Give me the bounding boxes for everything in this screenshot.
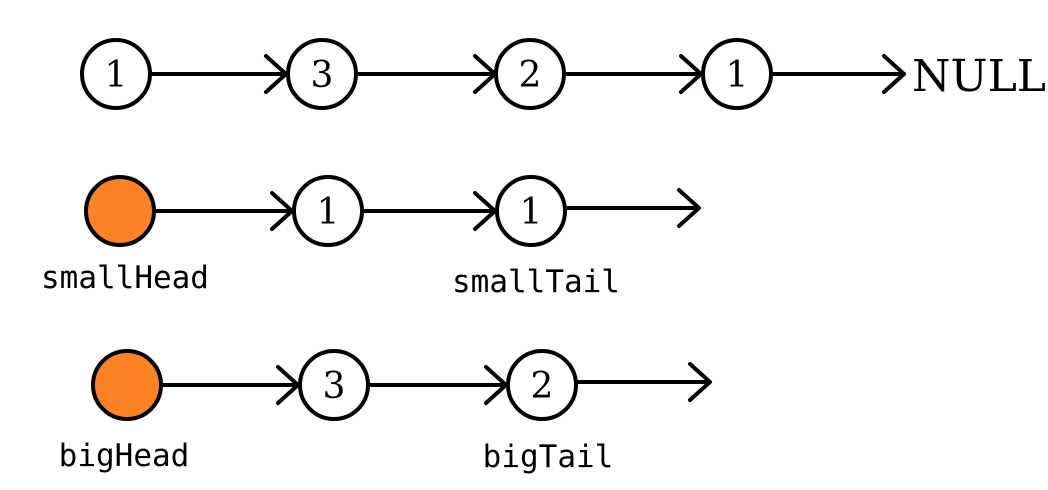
node-value: 3 <box>323 366 346 407</box>
null-terminal: NULL <box>912 51 1046 102</box>
small-head-dummy-node <box>84 175 156 247</box>
node-value: 2 <box>519 55 542 96</box>
list-node: 1 <box>292 175 364 247</box>
big-list: 3 2 bigHead bigTail <box>59 349 712 475</box>
node-value: 1 <box>520 192 543 233</box>
list-node: 2 <box>494 38 566 110</box>
big-tail-label: bigTail <box>483 439 614 475</box>
node-value: 3 <box>311 55 334 96</box>
arrow-head-big-3 <box>688 362 712 402</box>
list-node: 1 <box>495 175 567 247</box>
original-list: 1 3 2 1 NULL <box>80 38 1046 110</box>
list-node: 2 <box>506 349 578 421</box>
node-value: 1 <box>105 55 128 96</box>
node-value: 1 <box>726 55 749 96</box>
list-node: 1 <box>80 38 152 110</box>
node-value: 1 <box>317 192 340 233</box>
small-tail-label: smallTail <box>452 264 620 300</box>
big-head-label: bigHead <box>59 438 190 474</box>
node-value: 2 <box>531 366 554 407</box>
list-node: 1 <box>701 38 773 110</box>
small-head-label: smallHead <box>41 260 209 296</box>
small-list: 1 1 smallHead smallTail <box>41 175 701 300</box>
big-head-dummy-node <box>91 349 163 421</box>
list-node: 3 <box>286 38 358 110</box>
arrow-head-original-4 <box>882 54 906 94</box>
list-node: 3 <box>298 349 370 421</box>
arrow-head-small-3 <box>677 188 701 228</box>
